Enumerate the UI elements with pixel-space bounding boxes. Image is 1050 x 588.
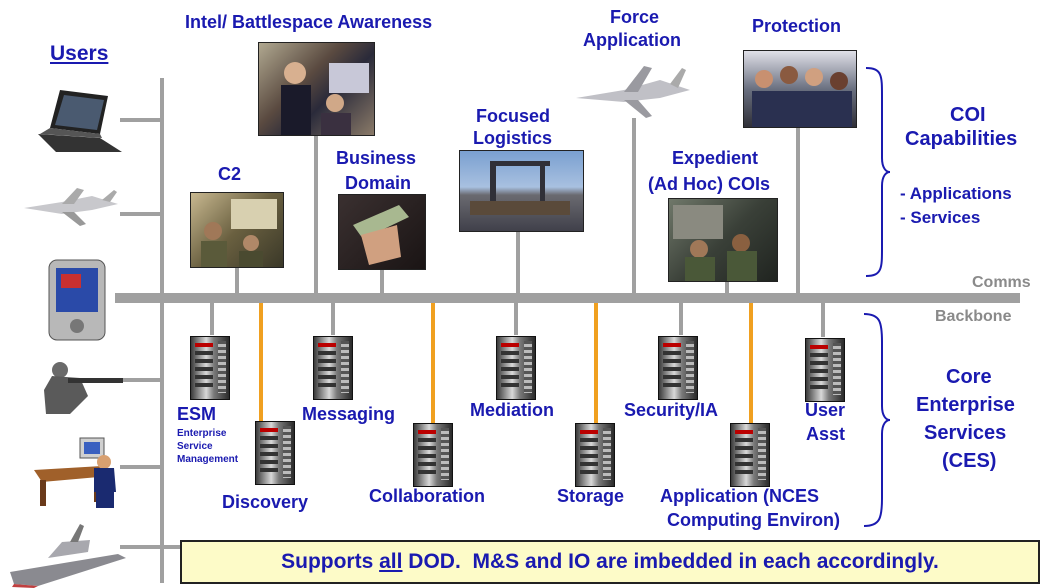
- label-storage: Storage: [557, 486, 625, 506]
- connector-security: [679, 303, 683, 335]
- expedient-photo: [668, 198, 778, 282]
- label-collaboration: Collaboration: [369, 486, 485, 506]
- ces-line-1: Core: [946, 366, 992, 388]
- user-stub-line: [120, 378, 162, 382]
- label-application-1: Application (NCES: [660, 486, 820, 506]
- comms-label: Comms: [972, 274, 1031, 291]
- banner-underlined: all: [379, 550, 403, 573]
- protection-photo: [743, 50, 857, 128]
- connector-messaging: [331, 303, 335, 335]
- label-user-asst-1: User: [805, 400, 846, 420]
- server-storage: [575, 423, 615, 487]
- logistics-photo: [459, 150, 584, 232]
- label-focused-2: Logistics: [473, 128, 553, 148]
- label-intel: Intel/ Battlespace Awareness: [185, 12, 433, 32]
- label-discovery: Discovery: [222, 492, 309, 512]
- label-focused-1: Focused: [476, 106, 551, 126]
- label-application-2: Computing Environ): [667, 510, 840, 530]
- connector-c2: [235, 265, 239, 295]
- force-jet-photo: [574, 62, 692, 120]
- soldier-icon: [44, 362, 123, 414]
- label-business-1: Business: [336, 148, 417, 168]
- label-esm-sub-3: Management: [177, 454, 239, 465]
- user-stub-line: [120, 465, 162, 469]
- connector-storage: [594, 303, 598, 423]
- label-business-2: Domain: [345, 173, 412, 193]
- label-c2: C2: [218, 164, 242, 184]
- connector-user-asst: [821, 303, 825, 337]
- connector-logistics: [516, 228, 520, 295]
- user-stub-line: [120, 545, 182, 549]
- banner-post: DOD. M&S and IO are imbedded in each acc…: [402, 550, 939, 573]
- label-messaging: Messaging: [302, 404, 396, 424]
- summary-banner: Supports all DOD. M&S and IO are imbedde…: [180, 540, 1040, 584]
- user-stub-line: [120, 212, 162, 216]
- label-force-2: Application: [583, 30, 681, 50]
- coi-item-services: - Services: [900, 208, 981, 227]
- ship-icon: [10, 524, 126, 588]
- server-discovery: [255, 421, 295, 485]
- label-esm: ESM: [177, 404, 217, 424]
- label-expedient-2: (Ad Hoc) COIs: [648, 174, 771, 194]
- connector-application: [749, 303, 753, 423]
- label-protection: Protection: [752, 16, 842, 36]
- connector-collaboration: [431, 303, 435, 423]
- ces-line-3: Services: [924, 422, 1007, 444]
- server-collaboration: [413, 423, 453, 487]
- ces-line-4: (CES): [942, 450, 997, 472]
- connector-force: [632, 118, 636, 295]
- backbone-label: Backbone: [935, 308, 1012, 325]
- server-user-asst: [805, 338, 845, 402]
- connector-mediation: [514, 303, 518, 335]
- workstation-icon: [34, 437, 116, 508]
- coi-item-applications: - Applications: [900, 184, 1012, 203]
- connector-intel: [314, 135, 318, 295]
- label-expedient-1: Expedient: [672, 148, 759, 168]
- label-esm-sub-2: Service: [177, 441, 213, 452]
- server-esm: [190, 336, 230, 400]
- label-esm-sub-1: Enterprise: [177, 428, 227, 439]
- connector-esm: [210, 303, 214, 335]
- server-security: [658, 336, 698, 400]
- users-title: Users: [50, 42, 109, 65]
- business-photo: [338, 194, 426, 270]
- comms-backbone-line: [115, 293, 1020, 303]
- connector-protection: [796, 125, 800, 295]
- coi-brace: [865, 67, 891, 277]
- connector-business: [380, 268, 384, 295]
- connector-discovery: [259, 303, 263, 421]
- ces-brace: [863, 313, 891, 527]
- server-mediation: [496, 336, 536, 400]
- label-force-1: Force: [610, 7, 660, 27]
- label-user-asst-2: Asst: [806, 424, 846, 444]
- user-stub-line: [120, 118, 162, 122]
- users-vertical-line: [160, 78, 164, 583]
- banner-pre: Supports: [281, 550, 380, 573]
- coi-title-1: COI: [950, 104, 986, 126]
- ces-line-2: Enterprise: [916, 394, 1015, 416]
- pda-icon: [48, 259, 106, 341]
- label-mediation: Mediation: [470, 400, 554, 420]
- c2-photo: [190, 192, 284, 268]
- jet-icon: [24, 188, 118, 226]
- label-security: Security/IA: [624, 400, 719, 420]
- server-messaging: [313, 336, 353, 400]
- server-application: [730, 423, 770, 487]
- laptop-icon: [38, 90, 122, 152]
- intel-photo: [258, 42, 375, 136]
- connector-expedient: [725, 280, 729, 295]
- coi-title-2: Capabilities: [905, 128, 1018, 150]
